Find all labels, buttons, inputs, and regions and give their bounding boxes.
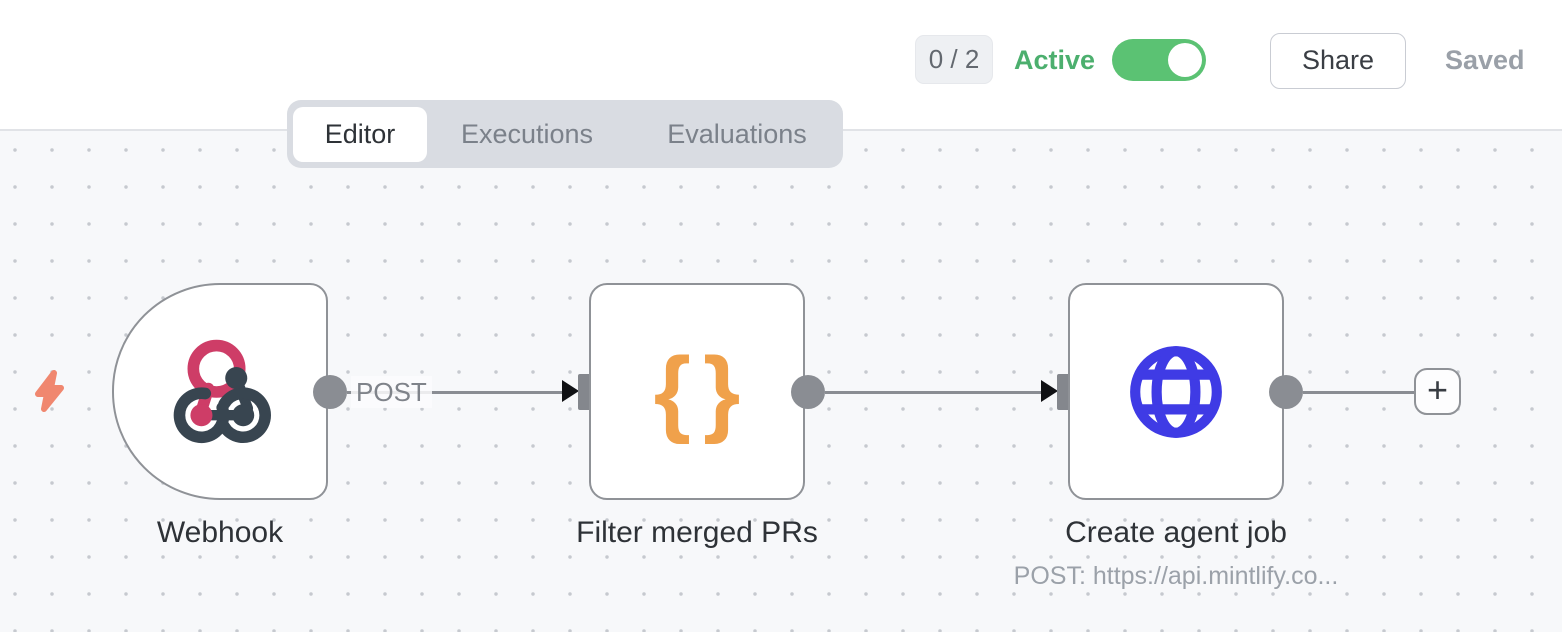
tab-editor[interactable]: Editor [293,107,427,162]
node-label-create-agent-job: Create agent job [1065,516,1287,549]
node-label-webhook: Webhook [156,516,284,549]
node-filter-merged-prs[interactable]: {} [589,283,805,500]
trigger-bolt-icon [35,370,64,412]
connection-line[interactable] [347,390,563,394]
input-arrow-icon [1041,380,1058,402]
webhook-icon [173,339,271,443]
active-toggle[interactable] [1112,39,1206,81]
share-button[interactable]: Share [1270,33,1406,89]
view-tabs: Editor Executions Evaluations [287,100,843,168]
save-status: Saved [1445,45,1525,75]
add-node-button[interactable]: + [1414,368,1461,415]
filter-output-connector[interactable] [791,375,825,409]
toggle-knob [1168,43,1202,77]
active-toggle-label: Active [1014,45,1096,75]
http-output-connector[interactable] [1269,375,1303,409]
globe-icon [1130,345,1222,438]
code-braces-icon: {} [653,337,753,445]
webhook-output-connector[interactable] [313,375,347,409]
node-webhook[interactable] [112,283,328,500]
workflow-canvas[interactable]: POST {} + Webhook Filter merged PRs Crea… [0,130,1562,632]
execution-counter-badge: 0 / 2 [915,35,993,84]
node-create-agent-job[interactable] [1068,283,1284,500]
connection-line[interactable] [1303,390,1415,394]
tab-executions[interactable]: Executions [460,119,594,149]
input-arrow-icon [562,380,579,402]
node-label-filter: Filter merged PRs [576,516,818,549]
node-subtitle-url: POST: https://api.mintlify.co... [1013,562,1339,590]
connection-line[interactable] [825,390,1042,394]
tab-evaluations[interactable]: Evaluations [667,119,807,149]
connection-label-post: POST [351,376,432,408]
